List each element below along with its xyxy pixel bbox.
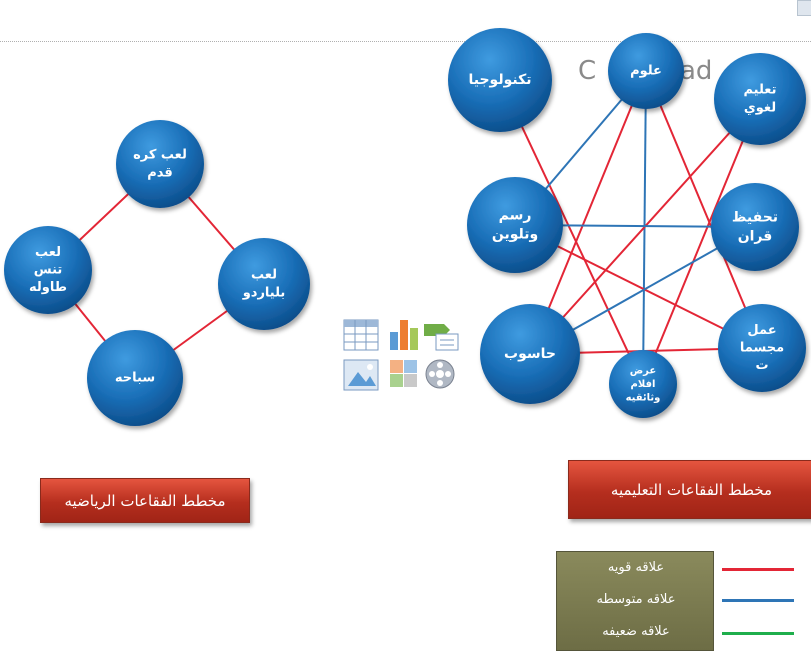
education-bubble-label: قران [738, 228, 773, 244]
education-bubble-circle [711, 183, 799, 271]
title-placeholder-text-left: C [578, 56, 597, 86]
legend-line-medium [722, 599, 794, 602]
sports-bubble-billiards[interactable]: لعب بلياردو [218, 238, 310, 330]
picture-icon[interactable] [343, 359, 379, 391]
sports-bubble-circle [87, 330, 183, 426]
sports-bubble-label: لعب [35, 245, 61, 260]
education-bubble-label: رسم [499, 208, 532, 224]
education-bubble-circle [608, 33, 684, 109]
education-edge-technology-films [499, 79, 644, 385]
legend-line-weak [722, 632, 794, 635]
education-edge-science-models [645, 70, 763, 349]
legend-label-medium: علاقه متوسطه [596, 592, 676, 607]
education-bubble-label: عمل [747, 323, 776, 338]
education-bubble-circle [467, 177, 563, 273]
education-bubble-label: تكنولوجيا [469, 72, 532, 88]
sports-bubble-label: تنس [34, 263, 63, 278]
education-edge-science-computer [529, 70, 647, 355]
legend: علاقه قويه علاقه متوسطه علاقه ضعيفه [556, 551, 714, 651]
legend-label-strong: علاقه قويه [607, 560, 665, 575]
table-icon[interactable] [343, 319, 379, 351]
placeholder-border [0, 41, 811, 42]
bar-chart-icon[interactable] [390, 320, 418, 350]
education-bubble-drawing[interactable]: رسم وتلوين [467, 177, 563, 273]
education-bubble-quran[interactable]: تحفيظ قران [711, 183, 799, 271]
education-bubble-label: وثائقيه [626, 393, 661, 404]
education-bubble-circle [609, 350, 677, 418]
education-bubble-circle [714, 53, 806, 145]
content-icons-svg [343, 319, 459, 391]
education-bubble-label: علوم [630, 64, 662, 79]
education-bubble-label: وتلوين [492, 226, 538, 242]
sports-bubble-label: طاوله [29, 280, 67, 295]
window-corner [797, 0, 811, 16]
education-bubble-label: لغوي [744, 100, 776, 115]
education-bubble-circle [480, 304, 580, 404]
sports-bubble-circle [4, 226, 92, 314]
education-bubble-circle [718, 304, 806, 392]
smartart-icon[interactable] [424, 324, 459, 351]
education-bubble-label: ت [755, 358, 768, 373]
sports-bubble-table_tennis[interactable]: لعب تنس طاوله [4, 226, 92, 314]
education-bubble-computer[interactable]: حاسوب [480, 304, 580, 404]
content-icons-group [340, 316, 475, 396]
title-placeholder-text-right: ad [680, 56, 713, 86]
sports-bubble-label: قدم [147, 165, 173, 180]
legend-label-weak: علاقه ضعيفه [602, 624, 670, 639]
education-bubble-circle [448, 28, 552, 132]
education-bubble-films[interactable]: عرض افلام وثائقيه [609, 350, 677, 418]
education-bubble-language[interactable]: تعليم لغوي [714, 53, 806, 145]
sports-bubble-football[interactable]: لعب كره قدم [116, 120, 204, 208]
sports-bubble-circle [218, 238, 310, 330]
education-bubble-label: افلام [631, 379, 656, 390]
education-diagram-title: مخطط الفقاعات التعليميه [568, 460, 811, 519]
education-bubble-label: عرض [630, 366, 657, 377]
education-bubble-label: حاسوب [504, 346, 556, 362]
sports-bubble-label: لعب [251, 268, 277, 283]
media-icon[interactable] [425, 359, 455, 389]
education-bubble-science[interactable]: علوم [608, 33, 684, 109]
education-bubble-models[interactable]: عمل مجسما ت [718, 304, 806, 392]
education-bubble-label: تعليم [743, 83, 776, 98]
sports-bubble-label: سباحه [115, 371, 155, 386]
education-edge-language-films [642, 98, 761, 385]
sports-bubble-label: لعب كره [133, 148, 187, 163]
education-bubble-label: مجسما [740, 341, 784, 356]
education-bubble-technology[interactable]: تكنولوجيا [448, 28, 552, 132]
sports-bubble-circle [116, 120, 204, 208]
sports-diagram-title: مخطط الفقاعات الرياضيه [40, 478, 250, 523]
legend-line-strong [722, 568, 794, 571]
education-bubble-label: تحفيظ [732, 210, 778, 226]
sports-bubble-swimming[interactable]: سباحه [87, 330, 183, 426]
clip-art-icon[interactable] [390, 360, 417, 387]
sports-bubble-label: بلياردو [242, 285, 286, 300]
